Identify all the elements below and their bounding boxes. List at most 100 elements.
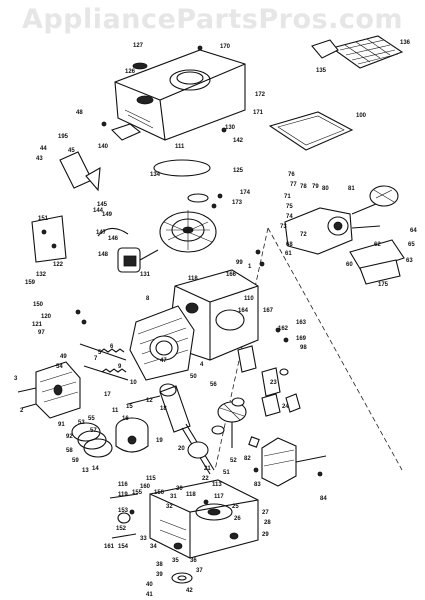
part-label-28: 28 — [264, 520, 271, 526]
part-label-118: 118 — [188, 276, 198, 282]
part-label-49: 49 — [60, 354, 67, 360]
part-label-52: 52 — [230, 458, 237, 464]
screen-retainer — [311, 39, 339, 59]
part-label-63: 63 — [406, 258, 413, 264]
part-label-42: 42 — [186, 588, 193, 594]
part-label-136: 136 — [400, 40, 411, 46]
part-label-26: 26 — [234, 516, 241, 522]
part-label-15: 15 — [126, 404, 133, 410]
part-label-41: 41 — [146, 592, 153, 598]
part-label-153: 153 — [118, 508, 129, 514]
part-label-25: 25 — [232, 504, 239, 510]
part-label-150: 150 — [33, 302, 44, 308]
part-label-162: 162 — [278, 326, 289, 332]
crankshaft — [159, 383, 215, 475]
part-label-57: 57 — [90, 428, 97, 434]
flywheel — [159, 210, 217, 253]
camshaft-gear — [217, 397, 247, 448]
part-label-21: 21 — [204, 466, 211, 472]
control-bracket — [31, 215, 67, 263]
part-label-120: 120 — [41, 314, 52, 320]
part-label-116: 116 — [118, 482, 128, 488]
part-label-68: 68 — [286, 242, 293, 248]
part-label-72: 72 — [300, 232, 307, 238]
part-label-43: 43 — [36, 156, 43, 162]
part-label-125: 125 — [233, 168, 244, 174]
part-label-146: 146 — [108, 236, 119, 242]
part-label-156: 156 — [154, 490, 165, 496]
air-deflector — [85, 166, 101, 192]
part-label-24: 24 — [282, 404, 289, 410]
part-label-160: 160 — [140, 484, 151, 490]
part-label-119: 119 — [118, 492, 128, 498]
part-label-134: 134 — [150, 172, 161, 178]
part-label-91: 91 — [58, 422, 65, 428]
part-label-117: 117 — [214, 494, 224, 500]
part-label-2: 2 — [20, 408, 24, 414]
part-label-10: 10 — [130, 380, 137, 386]
part-label-40: 40 — [146, 582, 153, 588]
baffle — [59, 151, 93, 189]
part-label-71: 71 — [284, 194, 291, 200]
part-label-30: 30 — [176, 486, 183, 492]
ignition-module — [97, 227, 159, 273]
part-label-39: 39 — [156, 572, 163, 578]
part-label-45: 45 — [68, 148, 75, 154]
part-label-148: 148 — [98, 252, 109, 258]
part-label-75: 75 — [286, 204, 293, 210]
part-label-56: 56 — [210, 382, 217, 388]
part-label-175: 175 — [378, 282, 389, 288]
rotating-screen — [330, 35, 404, 69]
part-label-81: 81 — [348, 186, 355, 192]
part-label-50: 50 — [190, 374, 197, 380]
part-label-173: 173 — [232, 200, 243, 206]
part-label-29: 29 — [262, 532, 269, 538]
part-label-35: 35 — [172, 558, 179, 564]
fuel-cap — [132, 62, 148, 70]
part-label-44: 44 — [40, 146, 47, 152]
part-label-99: 99 — [236, 260, 243, 266]
part-label-151: 151 — [38, 216, 49, 222]
part-label-79: 79 — [312, 184, 319, 190]
part-label-3: 3 — [14, 376, 18, 382]
fuel-tank-bracket — [349, 239, 405, 273]
part-label-82: 82 — [244, 456, 251, 462]
part-label-59: 59 — [72, 458, 79, 464]
part-label-34: 34 — [150, 544, 157, 550]
part-label-111: 111 — [175, 144, 185, 150]
oil-seal — [117, 512, 131, 524]
part-label-170: 170 — [220, 44, 231, 50]
part-label-9: 9 — [118, 364, 122, 370]
cylinder-head — [129, 305, 195, 381]
part-label-74: 74 — [286, 214, 293, 220]
fuel-pump-line — [295, 455, 327, 463]
fuel-pump — [261, 437, 297, 487]
drain-plug-seal — [171, 572, 193, 584]
part-label-4: 4 — [200, 362, 204, 368]
part-label-174: 174 — [240, 190, 251, 196]
site-watermark: AppliancePartsPros.com — [21, 4, 404, 35]
part-label-38: 38 — [156, 562, 163, 568]
part-label-31: 31 — [170, 494, 177, 500]
part-label-147: 147 — [96, 230, 107, 236]
part-label-14: 14 — [92, 466, 99, 472]
part-label-92: 92 — [66, 434, 73, 440]
part-label-61: 61 — [285, 251, 292, 257]
part-label-6: 6 — [110, 344, 114, 350]
part-label-130: 130 — [225, 125, 236, 131]
part-label-53: 53 — [78, 420, 85, 426]
hardware-bolts — [75, 45, 323, 515]
part-label-18: 18 — [160, 406, 167, 412]
part-label-12: 12 — [146, 398, 153, 404]
part-label-97: 97 — [38, 330, 45, 336]
part-label-20: 20 — [178, 446, 185, 452]
part-label-126: 126 — [125, 69, 136, 75]
part-label-16: 16 — [122, 416, 129, 422]
part-label-77: 77 — [290, 182, 297, 188]
part-label-195: 195 — [58, 134, 69, 140]
part-label-17: 17 — [104, 392, 111, 398]
part-label-36: 36 — [190, 558, 197, 564]
part-label-145: 145 — [97, 202, 108, 208]
